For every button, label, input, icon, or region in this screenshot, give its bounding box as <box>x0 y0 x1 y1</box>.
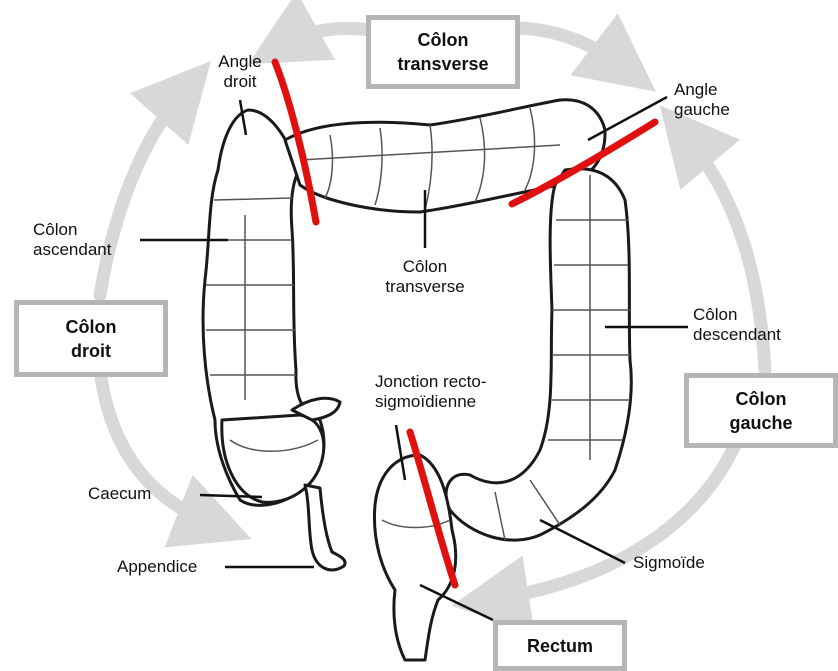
top-right-arrow <box>520 28 625 68</box>
label-angle-droit: Angle droit <box>210 52 270 92</box>
label-appendice: Appendice <box>117 557 197 577</box>
appendix-shape <box>305 485 345 570</box>
label-angle-gauche: Angle gauche <box>674 80 730 120</box>
label-jonction: Jonction recto- sigmoïdienne <box>375 372 487 412</box>
box-rectum: Rectum <box>493 620 627 671</box>
box-colon-transverse: Côlon transverse <box>366 15 520 89</box>
label-colon-ascendant: Côlon ascendant <box>33 220 111 260</box>
top-left-arrow <box>282 28 370 45</box>
left-upper-arrow <box>100 90 185 295</box>
label-sigmoide: Sigmoïde <box>633 553 705 573</box>
box-colon-droit: Côlon droit <box>14 300 168 377</box>
label-caecum: Caecum <box>88 484 151 504</box>
label-colon-descendant: Côlon descendant <box>693 305 781 345</box>
leader-sigmoide <box>540 520 625 563</box>
box-colon-gauche: Côlon gauche <box>684 373 838 448</box>
label-colon-transverse: Côlon transverse <box>365 257 485 297</box>
